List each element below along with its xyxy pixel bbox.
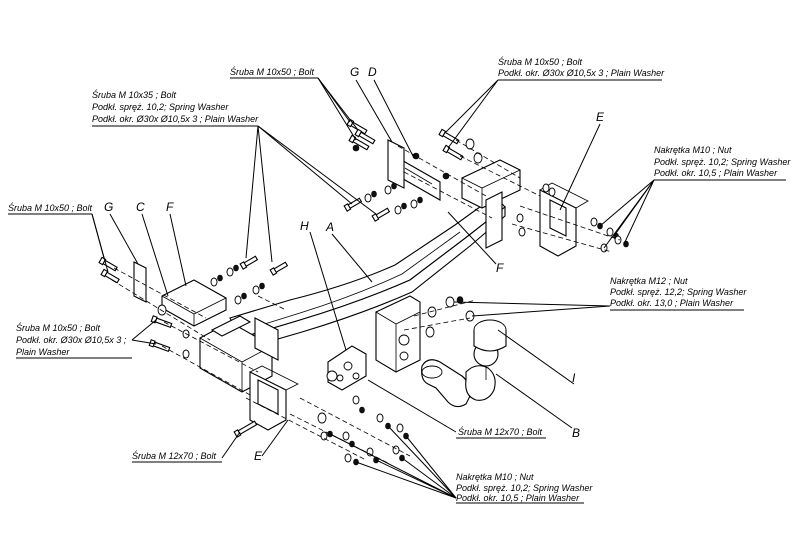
letter-d-top: D [368,65,377,79]
label-bolt-10x50-bottom-left-line1: Śruba M 10x50 ; Bolt [16,322,101,333]
leader-lines [91,77,655,499]
label-nut-m12-line3: Podkł. okr. 13,0 ; Plain Washer [610,298,734,308]
fasteners-bottom-left [148,304,190,359]
fasteners-top-center [346,118,450,180]
label-underlines [8,77,786,504]
label-nut-m10-right-line1: Nakrętka M10 ; Nut [654,145,732,155]
label-bolt-12x70-mid: Śruba M 12x70 ; Bolt [458,426,543,437]
fasteners-m12 [425,296,475,338]
letter-e-bottom: E [254,449,263,463]
part-letters: G D E G C F H A F I B E [104,65,605,463]
label-bolt-10x50-left: Śruba M 10x50 ; Bolt [8,202,93,213]
letter-a: A [325,220,334,234]
letter-f-mid: F [496,261,504,275]
axis-lines [111,139,621,465]
letter-f-left: F [166,200,174,214]
label-nut-m10-right-line3: Podkł. okr. 10,5 ; Plain Washer [654,168,778,178]
label-bolt-10x50-top: Śruba M 10x50 ; Bolt [230,66,315,77]
label-bolt-10x35-line1: Śruba M 10x35 ; Bolt [92,89,177,100]
label-nut-m12-line2: Podkł. spręż. 12,2; Spring Washer [610,287,747,297]
label-bolt-10x35-line3: Podkł. okr. Ø30x Ø10,5x 3 ; Plain Washer [92,114,259,124]
label-bolt-10x50-bottom-left-line2: Podkł. okr. Ø30x Ø10,5x 3 ; [16,335,127,345]
label-bolt-12x70-left: Śruba M 12x70 ; Bolt [132,450,217,461]
tow-ball-carrier [326,295,421,391]
label-nut-m10-right-line2: Podkł. spręż. 10,2; Spring Washer [654,157,791,167]
label-bolt-10x50-bottom-left-line3: Plain Washer [16,347,70,357]
letter-i: I [572,371,576,385]
label-bolt-10x35-line2: Podkł. spręż. 10,2; Spring Washer [92,102,229,112]
letter-c-left: C [136,200,145,214]
letter-h: H [300,219,309,233]
letter-g-top: G [350,65,359,79]
label-bolt-10x50-top-right-line1: Śruba M 10x50 ; Bolt [498,56,583,67]
label-nut-m12-line1: Nakrętka M12 ; Nut [610,276,688,286]
label-nut-m10-bottom-line3: Podkł. okr. 10,5 ; Plain Washer [456,493,580,503]
label-nut-m10-bottom-line2: Podkł. spręż. 10,2; Spring Washer [456,483,593,493]
fasteners-upper-left [343,182,423,222]
text-labels: Śruba M 10x35 ; Bolt Podkł. spręż. 10,2;… [8,56,791,503]
fasteners-top-right [438,128,483,164]
label-nut-m10-bottom-line1: Nakrętka M10 ; Nut [456,472,534,482]
label-bolt-10x50-top-right-line2: Podkł. okr. Ø30x Ø10,5x 3 ; Plain Washer [498,68,665,78]
left-mount-assembly [133,261,299,431]
letter-b: B [572,426,580,440]
letter-g-left: G [104,200,113,214]
letter-e-right: E [596,110,605,124]
tow-ball [421,319,507,408]
